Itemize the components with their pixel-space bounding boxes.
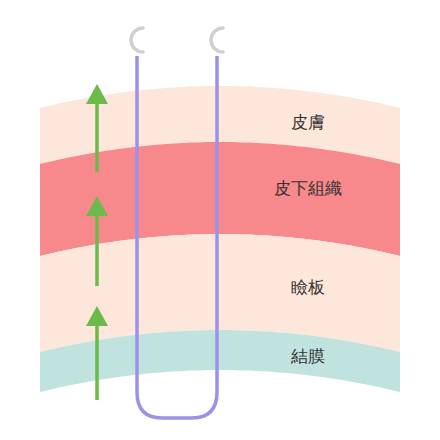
conjunctiva-band: 結膜	[40, 330, 400, 392]
arrow-head	[86, 306, 108, 326]
layer-label: 結膜	[291, 346, 325, 366]
layer-label: 皮膚	[291, 112, 325, 132]
arrow-head	[86, 84, 108, 104]
band-shape	[40, 330, 400, 392]
layer-label: 皮下組織	[274, 178, 342, 198]
suture-thread	[137, 56, 217, 418]
arrow-shaft	[95, 96, 99, 172]
band-fill	[40, 330, 400, 392]
arrow-head	[86, 196, 108, 216]
arrow-shaft	[95, 208, 99, 286]
upward-arrows	[86, 84, 108, 400]
needle	[131, 28, 143, 52]
needle	[211, 28, 223, 52]
layer-label: 瞼板	[291, 277, 325, 297]
arrow-shaft	[95, 318, 99, 400]
